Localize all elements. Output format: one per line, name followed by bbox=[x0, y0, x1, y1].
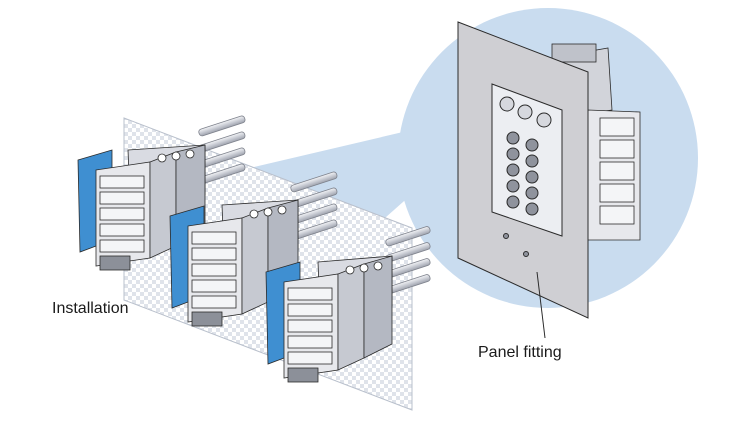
pipes bbox=[198, 115, 431, 295]
manifold-unit-3 bbox=[265, 255, 393, 383]
manifold-unit-2 bbox=[169, 199, 299, 327]
panel-fitting-label: Panel fitting bbox=[478, 344, 562, 361]
callout-wedge bbox=[250, 128, 430, 258]
fitting-grid bbox=[506, 131, 539, 216]
closeup-panel bbox=[457, 21, 589, 319]
leader-line bbox=[536, 271, 546, 339]
installation-label: Installation bbox=[52, 300, 129, 317]
